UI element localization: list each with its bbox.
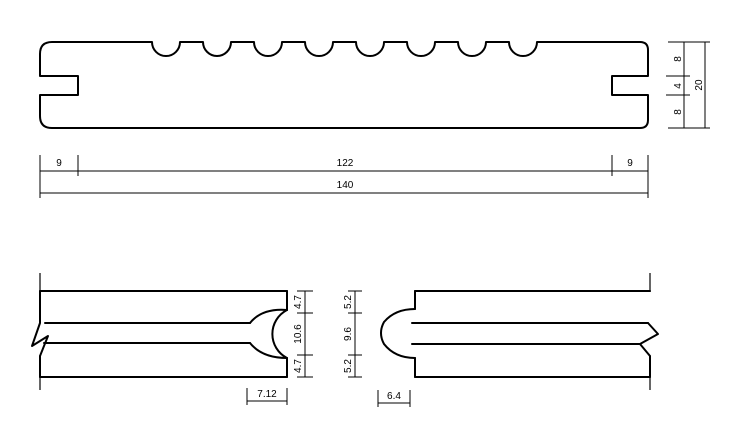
left-detail-groove: 4.7 10.6 4.7 7.12 — [31, 273, 313, 405]
board-outline — [39, 41, 649, 129]
left-groove-depth-label: 7.12 — [257, 389, 277, 400]
thickness-bottom-label: 8 — [673, 109, 684, 115]
thickness-groove-label: 4 — [673, 83, 684, 89]
width-left-groove-label: 9 — [56, 158, 62, 169]
left-groove-height-label: 10.6 — [293, 324, 304, 344]
left-top-land-label: 4.7 — [293, 295, 304, 309]
left-bottom-land-label: 4.7 — [293, 359, 304, 373]
width-right-groove-label: 9 — [627, 158, 633, 169]
board-profile — [39, 41, 649, 129]
right-bottom-land-label: 5.2 — [343, 359, 354, 373]
thickness-total-label: 20 — [694, 79, 705, 91]
right-tongue-height-label: 9.6 — [343, 327, 354, 341]
width-total-label: 140 — [337, 180, 354, 191]
right-tongue-depth-label: 6.4 — [387, 391, 401, 402]
thickness-top-label: 8 — [673, 56, 684, 62]
thickness-dimensions: 8 4 8 20 — [666, 41, 710, 129]
right-detail-tongue: 5.2 9.6 5.2 6.4 — [343, 273, 659, 407]
width-inner-label: 122 — [337, 158, 354, 169]
right-top-land-label: 5.2 — [343, 295, 354, 309]
width-dimensions: 9 122 9 140 — [39, 155, 649, 198]
